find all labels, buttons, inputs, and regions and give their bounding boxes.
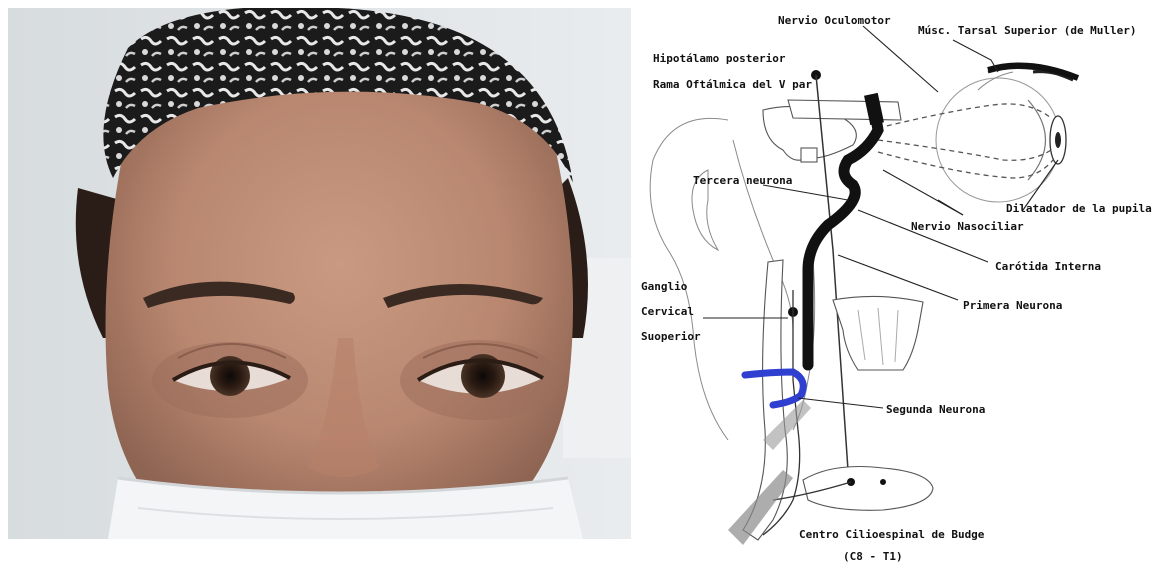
spinal-segment-c8-t1 [803, 467, 933, 511]
label-ganglio-line3: Suoperior [641, 330, 701, 343]
face-illustration [8, 8, 631, 539]
vertebra [833, 296, 923, 370]
sympathetic-pathway-illustration: Nervio Oculomotor Músc. Tarsal Superior … [633, 0, 1156, 569]
label-dilatador: Dilatador de la pupila [1006, 202, 1152, 215]
label-c8-t1: (C8 - T1) [843, 550, 903, 563]
label-hipotalamo: Hipotálamo posterior [653, 52, 786, 65]
label-centro-cilioespinal: Centro Cilioespinal de Budge [799, 528, 985, 541]
label-primera-neurona: Primera Neurona [963, 299, 1062, 312]
label-musc-tarsal: Músc. Tarsal Superior (de Muller) [918, 24, 1137, 37]
label-ganglio-line1: Ganglio [641, 280, 688, 293]
label-nervio-nasociliar: Nervio Nasociliar [911, 220, 1024, 233]
patient-face-photo [8, 8, 631, 539]
label-rama-oftalmica: Rama Oftálmica del V par [653, 78, 812, 91]
label-nervio-oculomotor: Nervio Oculomotor [778, 14, 891, 27]
horner-pathway-diagram: Nervio Oculomotor Músc. Tarsal Superior … [633, 0, 1156, 569]
nasociliary-fibers [878, 104, 1051, 128]
label-tercera-neurona: Tercera neurona [693, 174, 792, 187]
label-carotida: Carótida Interna [995, 260, 1101, 273]
label-segunda-neurona: Segunda Neurona [886, 403, 985, 416]
label-ganglio-line2: Cervical [641, 305, 694, 318]
